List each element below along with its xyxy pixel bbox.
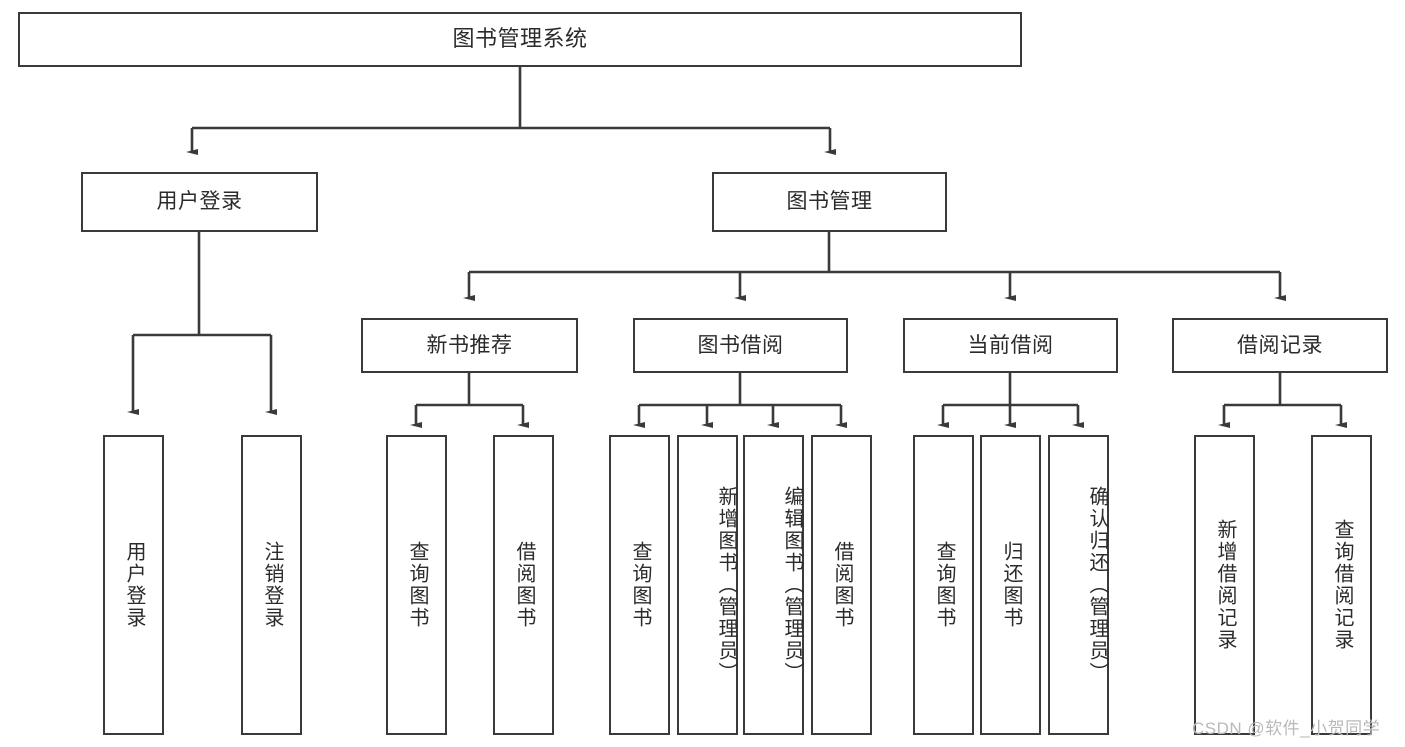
node-borrow-record[interactable]: 借阅记录 — [1172, 318, 1388, 373]
node-leaf-query-book-2[interactable]: 查询图书 — [609, 435, 670, 735]
node-borrow-record-label: 借阅记录 — [1237, 333, 1323, 357]
node-leaf-user-login-label: 用户登录 — [123, 541, 145, 629]
node-leaf-logout[interactable]: 注销登录 — [241, 435, 302, 735]
node-leaf-add-book-label: 新增图书（管理员） — [715, 486, 737, 684]
node-new-book-recommend[interactable]: 新书推荐 — [361, 318, 578, 373]
node-leaf-query-book-3-label: 查询图书 — [933, 541, 955, 629]
node-book-borrow-label: 图书借阅 — [697, 333, 784, 357]
node-leaf-return-book[interactable]: 归还图书 — [980, 435, 1041, 735]
node-leaf-query-record[interactable]: 查询借阅记录 — [1311, 435, 1372, 735]
node-leaf-confirm-return-label: 确认归还（管理员） — [1086, 486, 1108, 684]
node-leaf-edit-book[interactable]: 编辑图书（管理员） — [743, 435, 804, 735]
node-leaf-query-record-label: 查询借阅记录 — [1331, 519, 1353, 651]
node-root-label: 图书管理系统 — [452, 26, 588, 52]
node-leaf-query-book-1[interactable]: 查询图书 — [386, 435, 447, 735]
node-leaf-borrow-book-2-label: 借阅图书 — [831, 541, 853, 629]
node-leaf-borrow-book-1[interactable]: 借阅图书 — [493, 435, 554, 735]
node-leaf-query-book-2-label: 查询图书 — [629, 541, 651, 629]
node-leaf-query-book-3[interactable]: 查询图书 — [913, 435, 974, 735]
node-current-borrow[interactable]: 当前借阅 — [903, 318, 1118, 373]
node-user-login-label: 用户登录 — [156, 190, 243, 214]
node-book-borrow[interactable]: 图书借阅 — [633, 318, 848, 373]
node-leaf-user-login[interactable]: 用户登录 — [103, 435, 164, 735]
node-leaf-borrow-book-2[interactable]: 借阅图书 — [811, 435, 872, 735]
node-leaf-borrow-book-1-label: 借阅图书 — [513, 541, 535, 629]
node-leaf-query-book-1-label: 查询图书 — [406, 541, 428, 629]
node-leaf-edit-book-label: 编辑图书（管理员） — [781, 486, 803, 684]
node-new-book-recommend-label: 新书推荐 — [426, 333, 513, 357]
node-book-management[interactable]: 图书管理 — [712, 172, 947, 232]
watermark-text: CSDN @软件_小贺同学 — [1192, 719, 1381, 738]
node-leaf-confirm-return[interactable]: 确认归还（管理员） — [1048, 435, 1109, 735]
node-book-management-label: 图书管理 — [786, 190, 873, 214]
node-leaf-add-record[interactable]: 新增借阅记录 — [1194, 435, 1255, 735]
node-root[interactable]: 图书管理系统 — [18, 12, 1022, 67]
node-current-borrow-label: 当前借阅 — [967, 333, 1054, 357]
node-leaf-logout-label: 注销登录 — [261, 541, 283, 629]
node-leaf-add-book[interactable]: 新增图书（管理员） — [677, 435, 738, 735]
watermark: CSDN @软件_小贺同学 — [1192, 714, 1380, 739]
node-user-login[interactable]: 用户登录 — [81, 172, 318, 232]
node-leaf-add-record-label: 新增借阅记录 — [1214, 519, 1236, 651]
node-leaf-return-book-label: 归还图书 — [1000, 541, 1022, 629]
